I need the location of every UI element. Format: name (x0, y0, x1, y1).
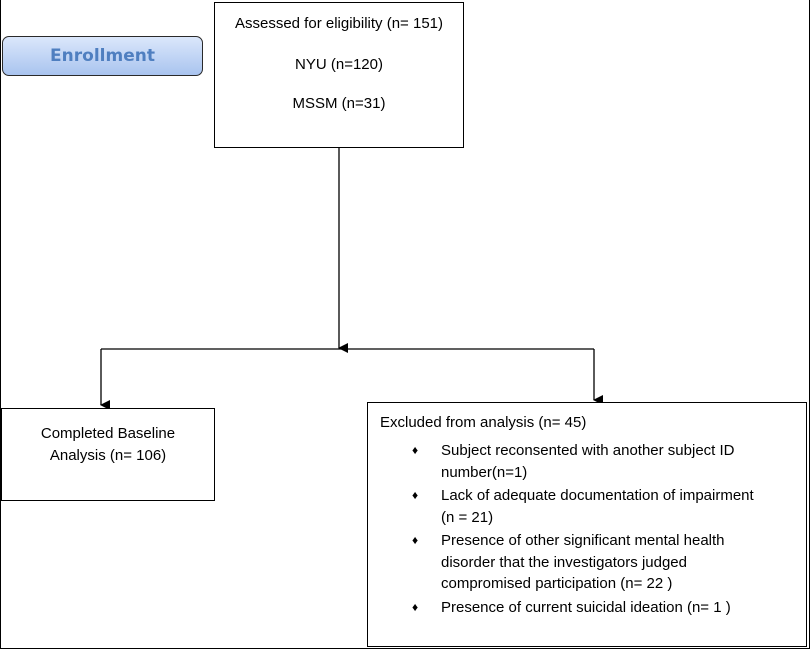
completed-line2: Analysis (n= 106) (49, 447, 167, 464)
exclusion-list: ♦ Subject reconsented with another subje… (368, 440, 806, 620)
diamond-bullet-icon: ♦ (412, 599, 419, 614)
excluded-title: Excluded from analysis (n= 45) (380, 414, 587, 431)
assessed-box: Assessed for eligibility (n= 151) NYU (n… (214, 2, 464, 148)
assessed-title: Assessed for eligibility (n= 151) (234, 15, 443, 32)
excluded-box: Excluded from analysis (n= 45) ♦ Subject… (367, 402, 807, 647)
site-nyu: NYU (n=120) (295, 56, 383, 73)
completed-line1: Completed Baseline (40, 425, 176, 442)
site-mssm: MSSM (n=31) (292, 95, 386, 112)
enrollment-label: Enrollment (2, 36, 203, 76)
completed-box: Completed Baseline Analysis (n= 106) (1, 408, 215, 501)
list-item: ♦ Lack of adequate documentation of impa… (412, 487, 754, 526)
list-item: ♦ Subject reconsented with another subje… (412, 442, 735, 481)
diamond-bullet-icon: ♦ (412, 488, 419, 502)
diamond-bullet-icon: ♦ (412, 533, 419, 547)
diamond-bullet-icon: ♦ (412, 443, 419, 457)
list-item: ♦ Presence of current suicidal ideation … (368, 597, 806, 619)
list-item: ♦ Presence of other significant mental h… (412, 532, 725, 592)
